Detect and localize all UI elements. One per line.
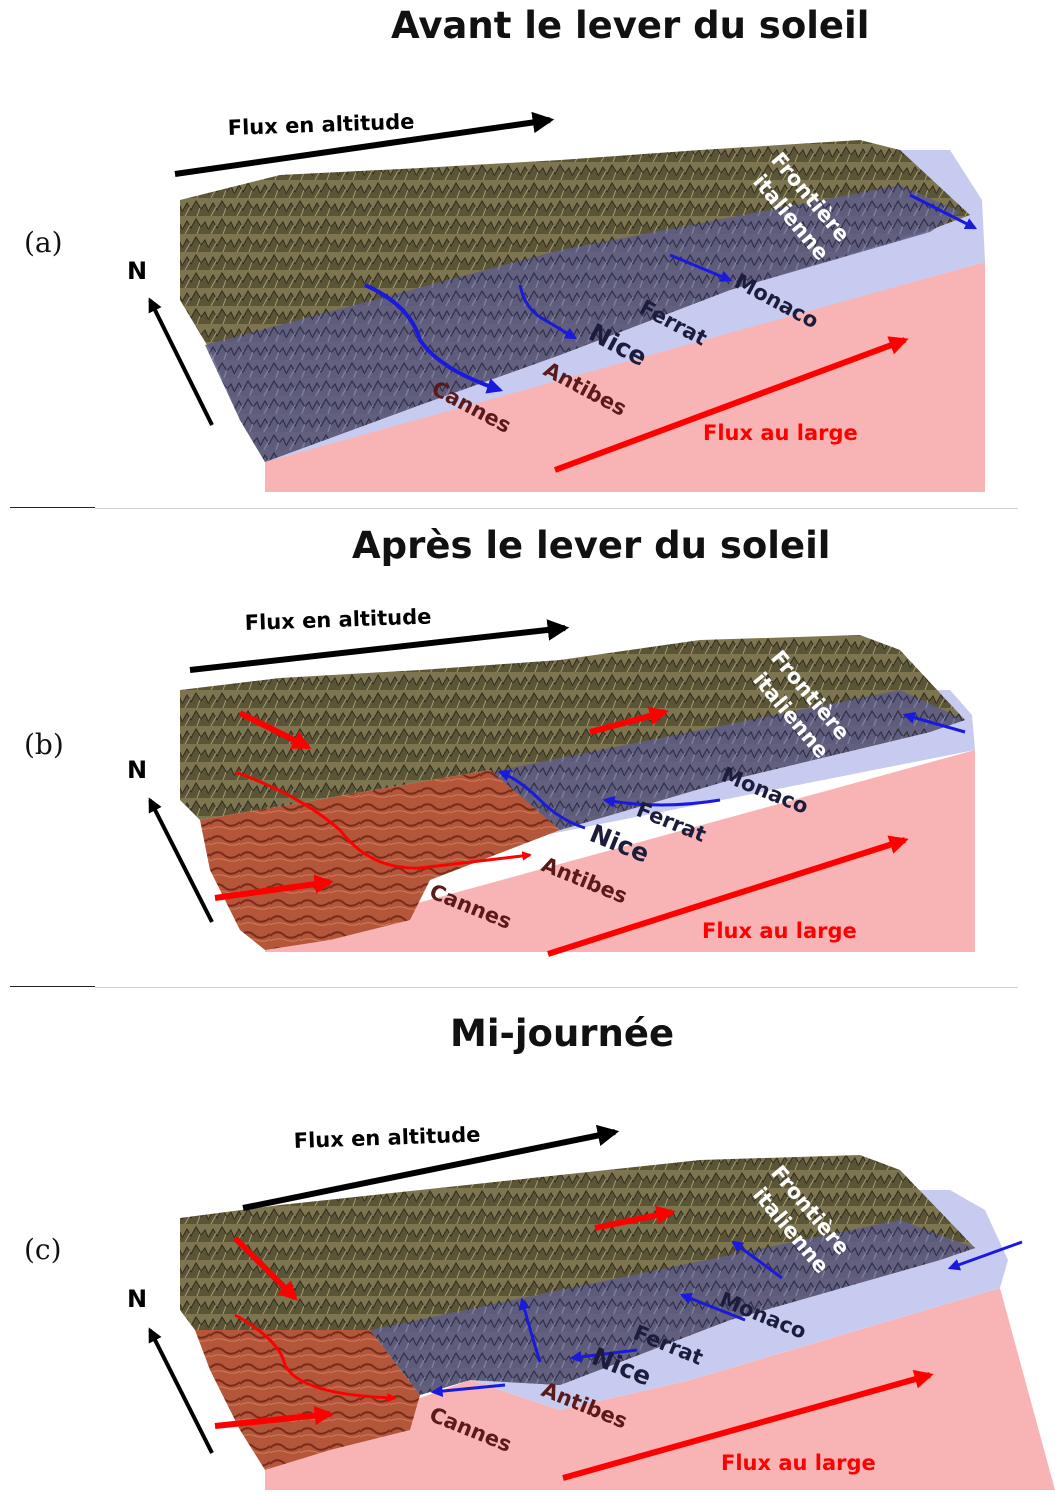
offshore-flow-arrow: [562, 1369, 934, 1481]
offshore-flow-label: Flux au large: [702, 919, 857, 943]
diagram-a: Flux en altitude Flux au large N Frontiè…: [127, 109, 985, 492]
downslope-flow-arrow: [518, 284, 578, 340]
valley-breeze-arrow: [731, 1240, 783, 1280]
downslope-flow-arrow: [669, 253, 733, 282]
upper-flow-arrow: [242, 1124, 620, 1211]
upslope-flow-arrow: [238, 710, 312, 750]
land-breeze-arrow: [430, 1383, 506, 1398]
downslope-flow-arrow: [497, 769, 586, 830]
north-arrow: [148, 797, 214, 923]
north-arrow: [148, 297, 214, 426]
north-label: N: [127, 257, 147, 285]
valley-breeze-arrow: [679, 1292, 746, 1322]
mountain-terrain: [180, 635, 965, 830]
upslope-flow-arrow: [589, 706, 669, 735]
panel-divider: [10, 986, 95, 987]
upper-flow-label: Flux en altitude: [293, 1122, 480, 1153]
north-arrow: [148, 1327, 214, 1454]
upper-flow-arrow: [174, 111, 555, 177]
upslope-flow-arrow: [232, 1235, 298, 1301]
offshore-flow-label: Flux au large: [721, 1451, 876, 1475]
valley-breeze-arrow: [518, 1297, 542, 1363]
sea-breeze-arrow: [214, 1406, 334, 1429]
downslope-flow-arrow: [909, 193, 978, 230]
panel-title: Après le lever du soleil: [352, 524, 831, 567]
downslope-flow-arrow: [364, 283, 504, 394]
sun-heated-terrain: [195, 1330, 420, 1470]
sun-heated-terrain: [200, 770, 560, 950]
sea-breeze-arrow: [214, 874, 334, 901]
offshore-flow-label: Flux au large: [703, 421, 858, 445]
panel-a: Avant le lever du soleil (a) Flux en alt…: [0, 0, 1055, 510]
night-shadow-terrain: [490, 690, 965, 830]
shadow-terrain: [370, 1220, 975, 1395]
night-shadow-terrain: [205, 185, 960, 462]
sea-breeze-path: [234, 770, 532, 870]
north-label: N: [127, 1285, 147, 1313]
upslope-flow-arrow: [594, 1205, 676, 1231]
land-breeze-arrow: [569, 1348, 638, 1363]
diagram-b: Flux en altitude Flux au large N Frontiè…: [127, 604, 975, 957]
panel-label: (b): [24, 728, 64, 761]
offshore-flow-arrow: [553, 336, 909, 473]
panel-divider: [10, 507, 95, 508]
upper-flow-label: Flux en altitude: [227, 109, 414, 140]
panel-b: Après le lever du soleil (b) Flux en alt…: [0, 510, 1055, 988]
upper-flow-label: Flux en altitude: [244, 604, 431, 635]
land-breeze-arrow: [902, 711, 966, 734]
panel-title: Avant le lever du soleil: [391, 4, 870, 47]
sea-breeze-path: [234, 1313, 397, 1403]
diagram-c: Flux en altitude Flux au large N Frontiè…: [127, 1122, 1055, 1490]
sea-area: [265, 1288, 1055, 1490]
upper-flow-arrow: [189, 619, 570, 673]
sea-area: [265, 750, 975, 952]
sea-breeze-arrow: [947, 1240, 1023, 1271]
panel-title: Mi-journée: [450, 1012, 675, 1055]
offshore-flow-arrow: [547, 835, 909, 957]
north-label: N: [127, 756, 147, 784]
land-breeze-arrow: [602, 795, 721, 808]
panel-divider: [95, 987, 1018, 988]
panel-c: Mi-journée (c) Flux en altitude Flux au …: [0, 990, 1055, 1497]
panel-label: (a): [24, 226, 63, 259]
panel-divider: [95, 508, 1018, 509]
panel-label: (c): [24, 1233, 62, 1266]
sea-area: [265, 262, 985, 492]
